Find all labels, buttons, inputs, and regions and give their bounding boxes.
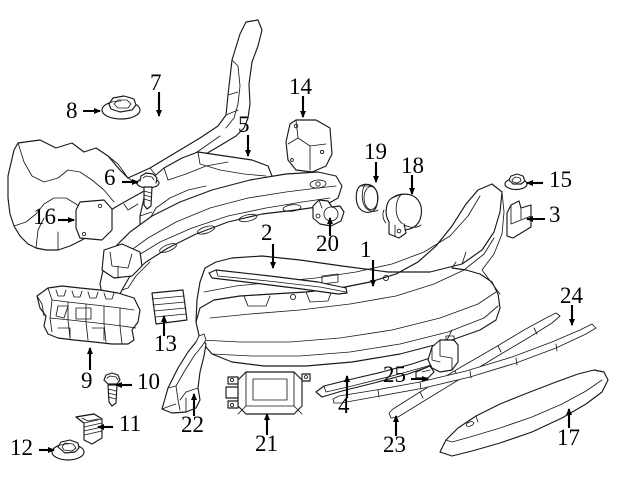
callout-label-16: 16 bbox=[33, 204, 56, 229]
part-11-square-expansion-nut bbox=[75, 413, 103, 445]
part-3-side-bracket-small bbox=[506, 200, 532, 239]
callout-label-23: 23 bbox=[383, 432, 406, 457]
callout-label-15: 15 bbox=[549, 167, 572, 192]
part-17-reflector-trim bbox=[439, 369, 609, 457]
part-2-upper-trim-strip bbox=[208, 269, 348, 295]
callout-label-2: 2 bbox=[261, 220, 273, 245]
callout-label-6: 6 bbox=[104, 165, 116, 190]
part-20-sensor-holder bbox=[312, 199, 345, 227]
part-21-radar-control-module bbox=[225, 371, 311, 415]
callout-label-20: 20 bbox=[316, 231, 339, 256]
part-19-sensor-retaining-ring bbox=[355, 183, 379, 213]
part-6-bolt-flange-head bbox=[136, 172, 160, 210]
part-10-screw-pan-head bbox=[103, 372, 121, 407]
callout-label-7: 7 bbox=[150, 70, 162, 95]
callout-label-12: 12 bbox=[10, 435, 33, 460]
callout-label-19: 19 bbox=[364, 139, 387, 164]
callout-label-24: 24 bbox=[560, 283, 583, 308]
callout-label-5: 5 bbox=[238, 112, 250, 137]
part-25-tow-hook-cover-latch bbox=[415, 335, 459, 379]
callout-label-11: 11 bbox=[119, 411, 142, 436]
part-9-impact-bracket-left bbox=[36, 285, 141, 345]
part-12-hex-flange-nut-small bbox=[51, 439, 85, 461]
callout-label-4: 4 bbox=[338, 393, 350, 418]
callout-arrows bbox=[39, 92, 575, 453]
callout-label-8: 8 bbox=[66, 98, 78, 123]
part-18-pdc-sensor bbox=[382, 193, 423, 239]
callout-label-17: 17 bbox=[557, 425, 580, 450]
part-5c-bar-end-bracket bbox=[101, 243, 143, 279]
part-13-grille-mesh-insert bbox=[151, 289, 188, 325]
part-8-hex-flange-nut bbox=[101, 95, 141, 120]
part-24-sensor-wire-right bbox=[332, 323, 597, 404]
callout-label-18: 18 bbox=[401, 153, 424, 178]
callout-label-1: 1 bbox=[360, 237, 372, 262]
callout-label-3: 3 bbox=[549, 202, 561, 227]
callout-label-22: 22 bbox=[181, 412, 204, 437]
callout-label-21: 21 bbox=[255, 431, 278, 456]
callout-label-10: 10 bbox=[137, 369, 160, 394]
part-15-hex-flange-nut-right bbox=[504, 173, 528, 191]
callout-label-14: 14 bbox=[289, 74, 312, 99]
part-14-mounting-bracket-upper bbox=[285, 119, 333, 173]
part-16-shim-plate bbox=[75, 199, 113, 241]
callout-label-25: 25 bbox=[383, 362, 406, 387]
callout-label-9: 9 bbox=[81, 368, 93, 393]
callout-label-13: 13 bbox=[154, 331, 177, 356]
